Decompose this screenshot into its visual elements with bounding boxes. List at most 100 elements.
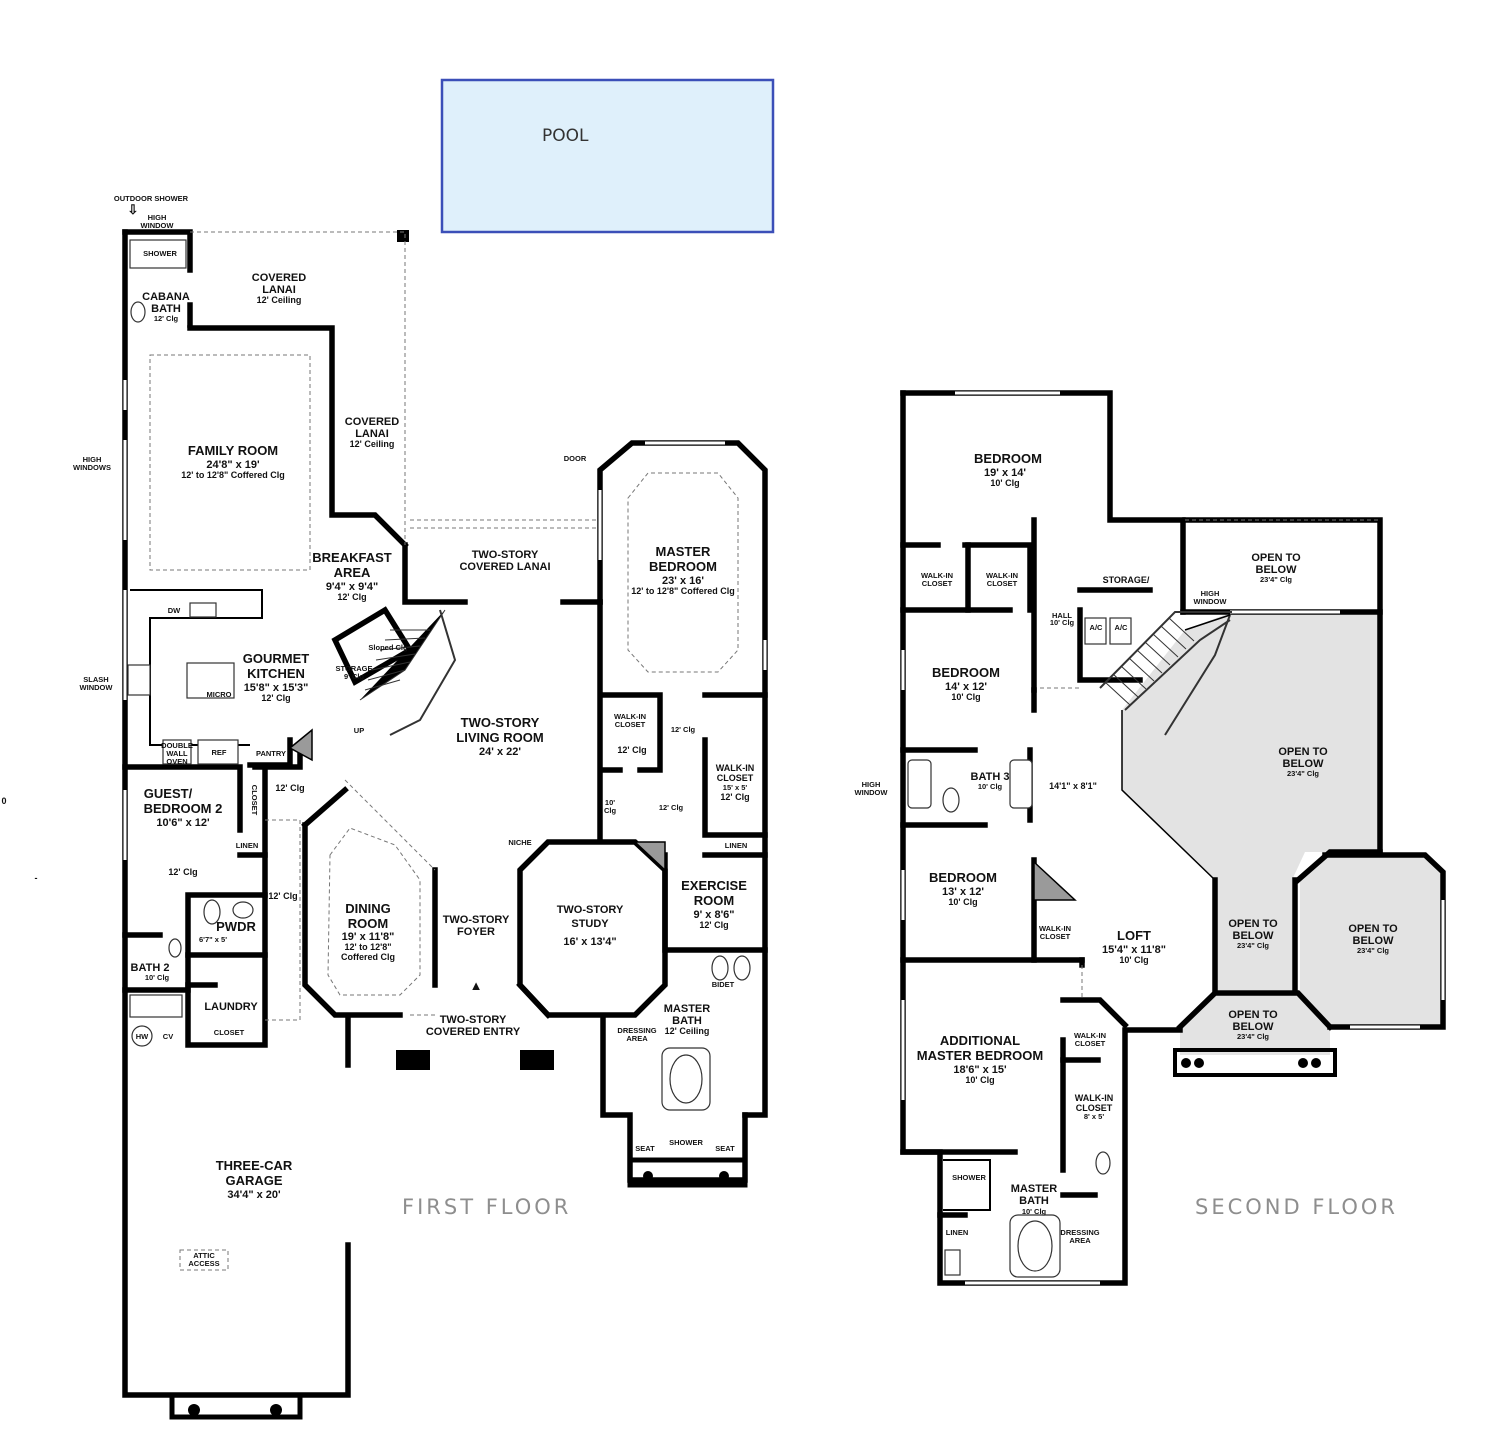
open-below-5-clg: 23'4" Clg (1237, 1032, 1269, 1041)
hall-clg: 10' Clg (1050, 618, 1075, 627)
master-bath-clg: 12' Ceiling (665, 1026, 710, 1036)
bath3-clg: 10' Clg (978, 782, 1003, 791)
micro-label: MICRO (207, 690, 232, 699)
add-master-name2: MASTER BEDROOM (917, 1048, 1043, 1063)
dressing-2-b: AREA (1069, 1236, 1091, 1245)
add-master-name1: ADDITIONAL (940, 1033, 1020, 1048)
slash-window-a: SLASH (83, 675, 108, 684)
high-window-label-b: WINDOW (141, 221, 175, 230)
dishwasher-label: DW (168, 606, 181, 615)
ac-a: A/C (1090, 623, 1104, 632)
second-floor-fixtures (907, 519, 1380, 1278)
entry-arrow-icon: ▲ (470, 978, 483, 993)
covered-lanai-2-clg: 12' Ceiling (350, 439, 395, 449)
wic3-b: CLOSET (1040, 932, 1071, 941)
dining-name2: ROOM (348, 916, 388, 931)
loft-name: LOFT (1117, 928, 1151, 943)
second-floor-open-areas (1122, 612, 1443, 1055)
breakfast-name2: AREA (334, 565, 371, 580)
open-below-5-a: OPEN TO (1228, 1009, 1278, 1021)
dressing-b: AREA (626, 1034, 648, 1043)
up-label: UP (354, 726, 364, 735)
bedroom-c-dims: 13' x 12' (942, 886, 984, 898)
high-windows-b: WINDOWS (73, 463, 111, 472)
open-below-3-clg: 23'4" Clg (1237, 941, 1269, 950)
add-master-dims: 18'6" x 15' (953, 1064, 1007, 1076)
bedroom-a-name: BEDROOM (974, 451, 1042, 466)
covered-lanai-2-name2: LANAI (355, 428, 389, 440)
bath3-name: BATH 3 (971, 771, 1010, 783)
margin-marks: 0 - (1, 796, 37, 883)
hall-clg-a: 12' Clg (671, 725, 696, 734)
garage-dims: 34'4" x 20' (227, 1189, 281, 1201)
high-window-2-a: HIGH (862, 780, 881, 789)
open-below-2-clg: 23'4" Clg (1287, 769, 1319, 778)
study-dims: 16' x 13'4" (563, 936, 616, 948)
storage-label: STORAGE/ (1103, 575, 1150, 585)
hall-name: HALL (1052, 611, 1072, 620)
dressing-a: DRESSING (617, 1026, 656, 1035)
water-heater-label: HW (136, 1032, 149, 1041)
cabana-bath-clg: 12' Clg (154, 314, 179, 323)
master-bath-2-name2: BATH (1019, 1195, 1049, 1207)
living-room-name2: LIVING ROOM (456, 730, 543, 745)
two-story-lanai-name1: TWO-STORY (472, 549, 539, 561)
wic3-a: WALK-IN (1039, 924, 1071, 933)
cabana-shower-label: SHOWER (143, 249, 177, 258)
open-below-4-a: OPEN TO (1348, 923, 1398, 935)
family-room-name: FAMILY ROOM (188, 443, 278, 458)
open-below-4-b: BELOW (1353, 935, 1395, 947)
hall-dims: 14'1" x 8'1" (1049, 781, 1097, 791)
wic-a-name1: WALK-IN (614, 712, 646, 721)
bedroom-b-dims: 14' x 12' (945, 681, 987, 693)
master-bath-name1: MASTER (664, 1003, 711, 1015)
open-below-3-a: OPEN TO (1228, 918, 1278, 930)
linen-b-label: LINEN (725, 841, 748, 850)
master-bath-2-name1: MASTER (1011, 1183, 1058, 1195)
open-below-1-clg: 23'4" Clg (1260, 575, 1292, 584)
second-floor-walls (900, 390, 1446, 1286)
pool-label: POOL (542, 126, 589, 146)
wic-a-clg: 12' Clg (617, 745, 646, 755)
garage-name2: GARAGE (225, 1173, 282, 1188)
dining-clg2: Coffered Clg (341, 952, 395, 962)
second-floor-title: SECOND FLOOR (1195, 1195, 1398, 1219)
outdoor-shower-label: OUTDOOR SHOWER (114, 194, 189, 203)
bidet-label: BIDET (712, 980, 735, 989)
hall-clg-d: 12' Clg (659, 803, 684, 812)
cv-label: CV (163, 1032, 173, 1041)
covered-lanai-1-name1: COVERED (252, 272, 306, 284)
cabana-bath-name2: BATH (151, 303, 181, 315)
dining-name1: DINING (345, 901, 391, 916)
kitchen-name2: KITCHEN (247, 666, 305, 681)
hall-clg-10b: Clg (604, 806, 617, 815)
attic-a: ATTIC (193, 1251, 215, 1260)
master-bedroom-clg: 12' to 12'8" Coffered Clg (631, 586, 735, 596)
ref-label: REF (212, 748, 227, 757)
guest-name1: GUEST/ (144, 786, 193, 801)
linen-2-label: LINEN (946, 1228, 969, 1237)
bedroom-c-clg: 10' Clg (948, 897, 977, 907)
bedroom-c-name: BEDROOM (929, 870, 997, 885)
first-floor-labels: OUTDOOR SHOWER ⇩ HIGH WINDOW SHOWER CABA… (73, 194, 754, 1268)
first-floor-walls (122, 229, 768, 1420)
attic-b: ACCESS (188, 1259, 219, 1268)
family-room-clg: 12' to 12'8" Coffered Clg (181, 470, 285, 480)
bath2-clg: 10' Clg (145, 973, 170, 982)
open-below-1-b: BELOW (1256, 564, 1298, 576)
wic2-b: CLOSET (987, 579, 1018, 588)
open-below-4-clg: 23'4" Clg (1357, 946, 1389, 955)
hall-clg-c: 12' Clg (268, 891, 297, 901)
covered-lanai-1-name2: LANAI (262, 284, 296, 296)
garage-name1: THREE-CAR (216, 1158, 293, 1173)
family-room-dims: 24'8" x 19' (206, 459, 260, 471)
open-below-2-b: BELOW (1283, 758, 1325, 770)
margin-mark-a: 0 (1, 796, 6, 806)
wic-b-dims: 15' x 5' (723, 783, 748, 792)
pantry-label: PANTRY (256, 749, 286, 758)
wic-a-name2: CLOSET (615, 720, 646, 729)
kitchen-clg: 12' Clg (261, 693, 290, 703)
kitchen-dims: 15'8" x 15'3" (244, 682, 309, 694)
covered-lanai-2-name1: COVERED (345, 416, 399, 428)
